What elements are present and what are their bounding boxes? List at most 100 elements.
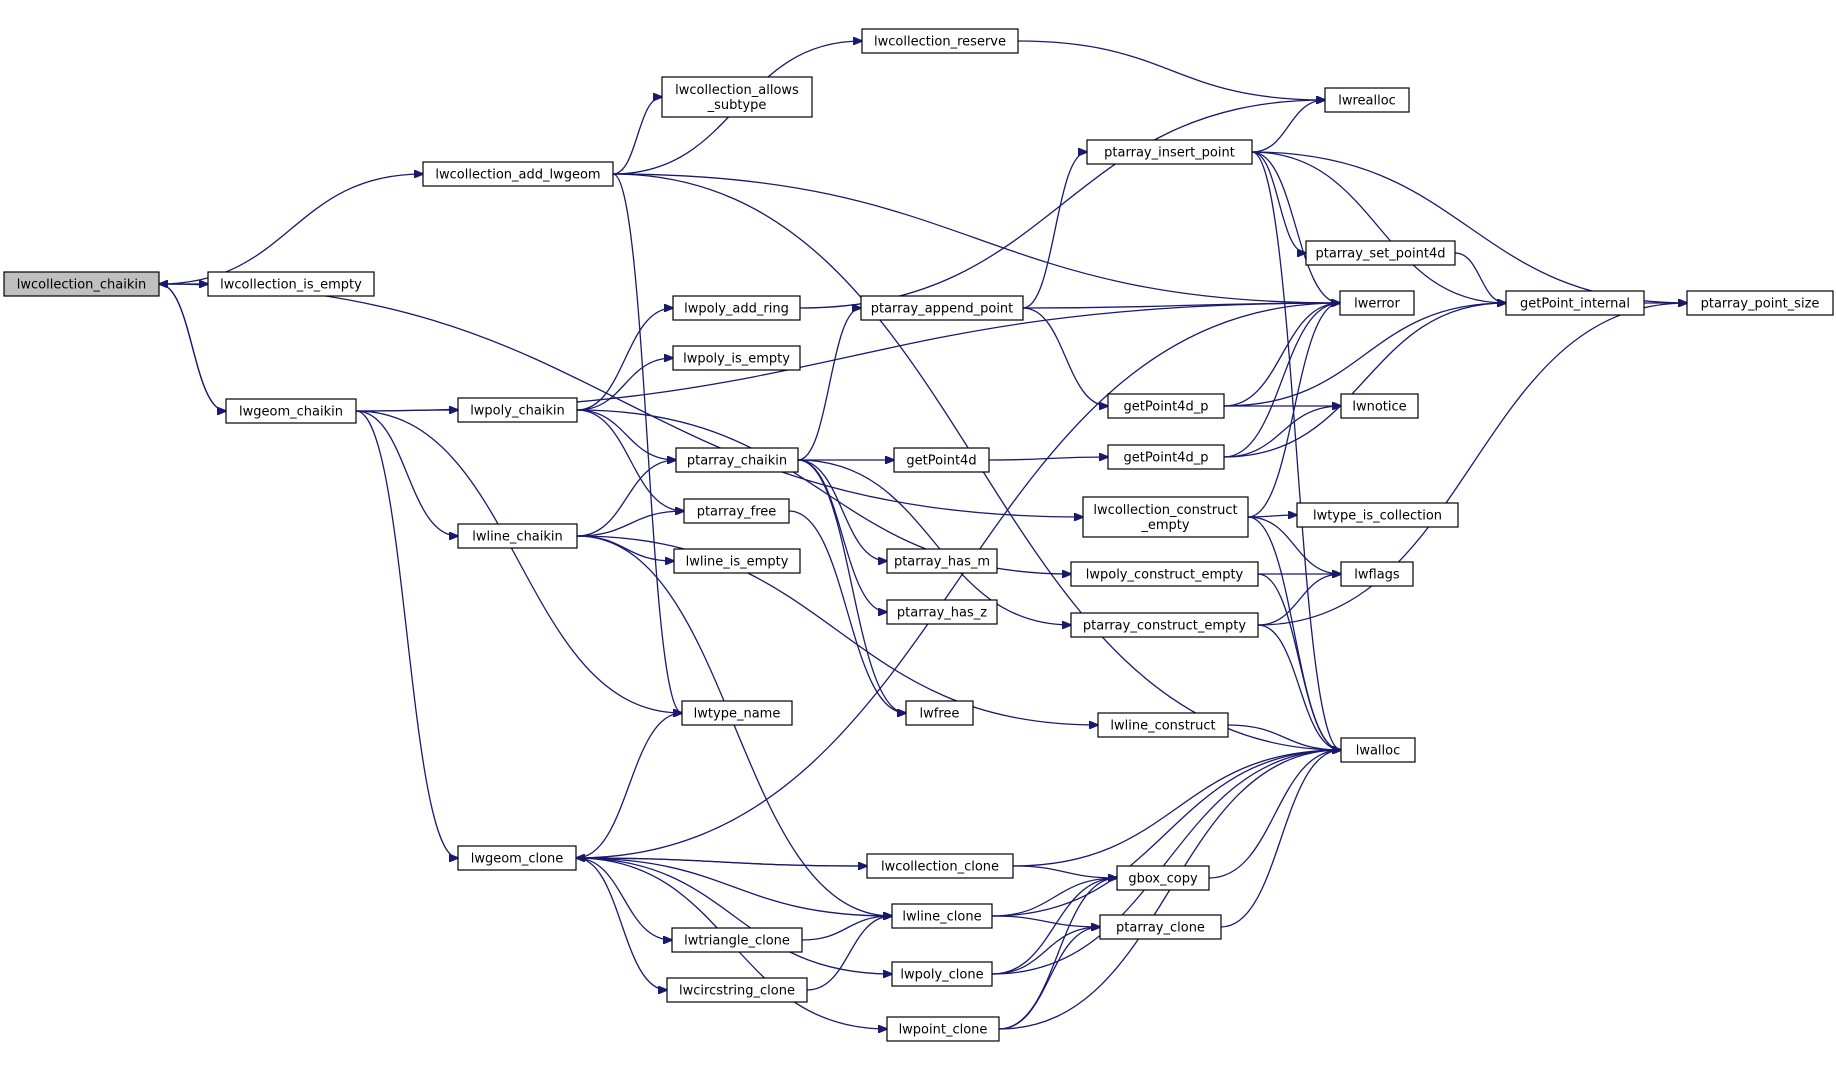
node-ptarray-free[interactable]: ptarray_free	[683, 498, 790, 524]
edge-lwline-clone-to-gbox-copy	[991, 878, 1117, 917]
node-label: ptarray_chaikin	[687, 454, 787, 469]
node-lwcollection-add-lwgeom[interactable]: lwcollection_add_lwgeom	[422, 161, 614, 187]
node-ptarray-construct-empty[interactable]: ptarray_construct_empty	[1070, 612, 1259, 638]
node-label: getPoint4d_p	[1124, 451, 1209, 466]
node-box	[225, 398, 357, 424]
edge-lwgeom-clone-to-lwcircstring-clone	[575, 857, 667, 990]
node-label: lwcircstring_clone	[679, 984, 795, 999]
node-label: lwpoly_clone	[900, 968, 983, 983]
node-lwnotice[interactable]: lwnotice	[1340, 393, 1419, 419]
node-getPoint-internal[interactable]: getPoint_internal	[1505, 290, 1645, 316]
node-lwtype-name[interactable]: lwtype_name	[681, 700, 793, 726]
node-box	[675, 447, 799, 473]
node-lwcircstring-clone[interactable]: lwcircstring_clone	[666, 977, 808, 1003]
edge-ptarray-construct-empty-to-lwflags	[1257, 574, 1341, 626]
node-lwalloc[interactable]: lwalloc	[1340, 737, 1416, 763]
node-box	[207, 271, 375, 297]
edge-getPoint4d-to-getPoint4d-p-2	[988, 457, 1108, 460]
edge-lwgeom-clone-to-lwline-clone	[575, 857, 892, 916]
node-box	[886, 599, 998, 625]
node-box	[866, 853, 1014, 879]
node-ptarray-set-point4d[interactable]: ptarray_set_point4d	[1305, 240, 1456, 266]
call-edges	[159, 41, 1687, 1029]
node-box	[1305, 240, 1456, 266]
edge-lwpoly-chaikin-to-lwpoly-add-ring	[576, 308, 673, 411]
node-label: lwflags	[1354, 568, 1400, 583]
node-lwgeom-clone[interactable]: lwgeom_clone	[457, 845, 577, 871]
node-label: lwcollection_construct	[1093, 503, 1237, 518]
node-lwcollection-clone[interactable]: lwcollection_clone	[866, 853, 1014, 879]
node-lwcollection-chaikin[interactable]: lwcollection_chaikin	[3, 271, 160, 297]
node-lwline-clone[interactable]: lwline_clone	[891, 903, 993, 929]
node-box	[666, 977, 808, 1003]
edge-lwline-construct-to-lwalloc	[1227, 724, 1341, 750]
edge-getPoint4d-p-2-to-lwerror	[1223, 303, 1340, 458]
node-lwpoly-add-ring[interactable]: lwpoly_add_ring	[672, 295, 801, 321]
edge-lwpoint-clone-to-gbox-copy	[998, 878, 1117, 1030]
node-box	[861, 28, 1019, 54]
edge-ptarray-clone-to-lwalloc	[1220, 750, 1341, 928]
node-label: lwcollection_chaikin	[17, 278, 146, 293]
node-lwcollection-allows-subtype[interactable]: lwcollection_allows_subtype	[661, 76, 813, 118]
node-box	[891, 961, 993, 987]
node-label: ptarray_set_point4d	[1316, 247, 1446, 262]
edge-getPoint4d-p-2-to-lwnotice	[1223, 406, 1341, 458]
node-label: lwtype_is_collection	[1313, 509, 1442, 524]
node-label: lwcollection_reserve	[874, 35, 1006, 50]
node-box	[886, 1016, 1000, 1042]
edge-ptarray-append-point-to-ptarray-insert-point	[1022, 152, 1087, 309]
node-ptarray-clone[interactable]: ptarray_clone	[1099, 914, 1222, 940]
node-getPoint4d[interactable]: getPoint4d	[893, 447, 990, 473]
node-ptarray-has-m[interactable]: ptarray_has_m	[886, 548, 998, 574]
node-lwgeom-chaikin[interactable]: lwgeom_chaikin	[225, 398, 357, 424]
node-ptarray-chaikin[interactable]: ptarray_chaikin	[675, 447, 799, 473]
node-ptarray-insert-point[interactable]: ptarray_insert_point	[1086, 139, 1253, 165]
node-lwpoly-clone[interactable]: lwpoly_clone	[891, 961, 993, 987]
node-label: lwgeom_chaikin	[239, 405, 343, 420]
edge-ptarray-construct-empty-to-lwalloc	[1257, 624, 1341, 750]
node-label: lwpoint_clone	[899, 1023, 988, 1038]
edge-lwcollection-clone-to-lwgeom-clone	[576, 858, 868, 867]
node-box	[1686, 290, 1834, 316]
node-lwline-is-empty[interactable]: lwline_is_empty	[673, 548, 801, 574]
node-lwline-construct[interactable]: lwline_construct	[1097, 712, 1229, 738]
node-lwpoly-is-empty[interactable]: lwpoly_is_empty	[672, 345, 801, 371]
edge-lwpoly-clone-to-ptarray-clone	[991, 927, 1100, 975]
node-label: _empty	[1140, 518, 1190, 533]
node-lwflags[interactable]: lwflags	[1340, 561, 1414, 587]
node-lwerror[interactable]: lwerror	[1339, 290, 1415, 316]
node-label: ptarray_has_z	[897, 606, 987, 621]
node-box	[1296, 502, 1459, 528]
edge-getPoint4d-p-1-to-getPoint-internal	[1223, 303, 1506, 407]
node-label: lwrealloc	[1338, 94, 1396, 109]
node-ptarray-point-size[interactable]: ptarray_point_size	[1686, 290, 1834, 316]
node-label: gbox_copy	[1128, 872, 1198, 887]
node-lwline-chaikin[interactable]: lwline_chaikin	[457, 523, 578, 549]
node-getPoint4d-p-1[interactable]: getPoint4d_p	[1107, 393, 1225, 419]
node-lwcollection-reserve[interactable]: lwcollection_reserve	[861, 28, 1019, 54]
node-label: lwfree	[920, 707, 960, 722]
node-getPoint4d-p-2[interactable]: getPoint4d_p	[1107, 444, 1225, 470]
edge-lwline-chaikin-to-lwline-is-empty	[576, 535, 674, 561]
node-label: ptarray_clone	[1116, 921, 1205, 936]
node-lwcollection-construct-empty[interactable]: lwcollection_construct_empty	[1082, 496, 1249, 538]
node-lwtriangle-clone[interactable]: lwtriangle_clone	[671, 927, 803, 953]
node-ptarray-has-z[interactable]: ptarray_has_z	[886, 599, 998, 625]
node-lwpoint-clone[interactable]: lwpoint_clone	[886, 1016, 1000, 1042]
node-ptarray-append-point[interactable]: ptarray_append_point	[860, 295, 1024, 321]
node-lwcollection-is-empty[interactable]: lwcollection_is_empty	[207, 271, 375, 297]
node-box	[893, 447, 990, 473]
node-label: getPoint4d	[906, 454, 976, 469]
node-lwfree[interactable]: lwfree	[905, 700, 974, 726]
node-lwtype-is-collection[interactable]: lwtype_is_collection	[1296, 502, 1459, 528]
edge-lwcircstring-clone-to-lwline-clone	[806, 916, 892, 991]
node-gbox-copy[interactable]: gbox_copy	[1116, 865, 1210, 891]
node-label: lwcollection_clone	[881, 860, 999, 875]
edge-lwpoly-clone-to-lwalloc	[991, 750, 1341, 975]
node-label: ptarray_has_m	[894, 555, 990, 570]
node-lwrealloc[interactable]: lwrealloc	[1324, 87, 1410, 113]
node-box	[422, 161, 614, 187]
node-label: lwpoly_is_empty	[683, 352, 790, 367]
node-lwpoly-construct-empty[interactable]: lwpoly_construct_empty	[1070, 561, 1259, 587]
node-lwpoly-chaikin[interactable]: lwpoly_chaikin	[457, 397, 578, 423]
